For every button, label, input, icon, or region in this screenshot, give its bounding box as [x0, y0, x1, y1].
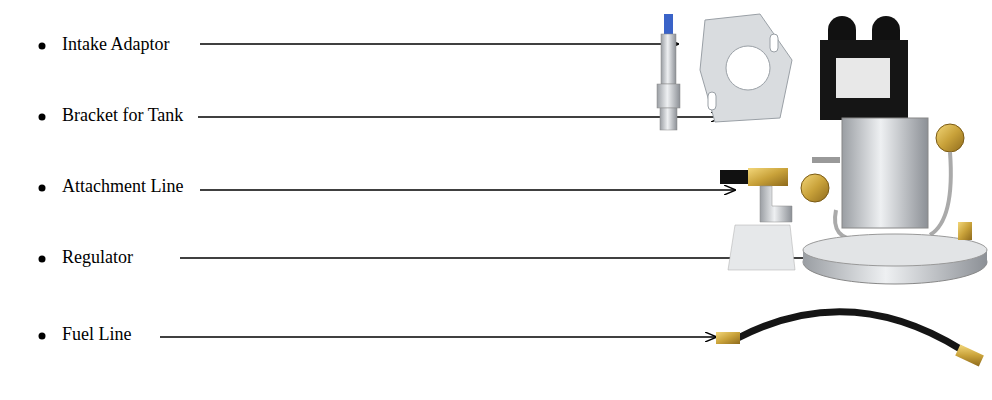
- fuel-line-photo: [716, 312, 984, 367]
- part-name: Fuel Line: [62, 324, 134, 344]
- part-name: Attachment Line: [62, 176, 185, 196]
- tank-bracket-photo: [700, 14, 792, 122]
- bullet-dots: [39, 43, 46, 340]
- part-name: Intake Adaptor: [62, 34, 171, 54]
- part-name: Regulator: [62, 247, 135, 267]
- regulator-photo: [801, 16, 987, 284]
- attachment-line-photo: [720, 168, 795, 270]
- intake-adaptor-photo: [657, 14, 680, 130]
- part-name: Bracket for Tank: [62, 105, 185, 125]
